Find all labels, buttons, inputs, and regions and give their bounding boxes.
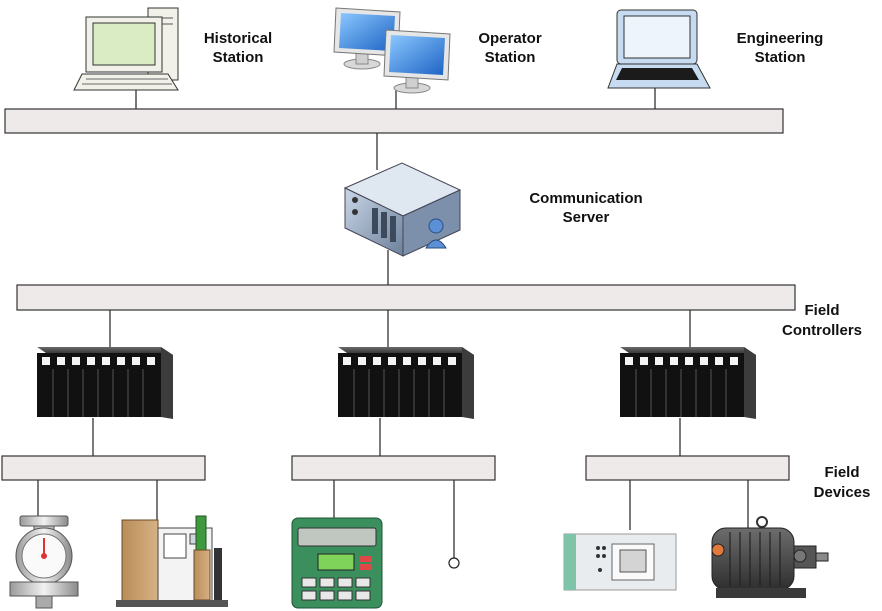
engineering-station-line-2: Station xyxy=(755,49,806,66)
historical-station-line-2: Station xyxy=(213,49,264,66)
field-bus-1 xyxy=(1,455,206,481)
desktop-computer-icon xyxy=(73,7,179,91)
controllers-line-1: Field xyxy=(804,302,839,319)
label-field-controllers: Field Controllers xyxy=(782,302,862,339)
controllers-line-2: Controllers xyxy=(782,322,862,339)
laptop-icon xyxy=(607,9,711,89)
plc-rack-icon xyxy=(620,347,756,419)
pressure-gauge-icon xyxy=(9,515,79,609)
server-line-2: Server xyxy=(563,209,610,226)
plc-rack-icon xyxy=(37,347,173,419)
historical-station-line-1: Historical xyxy=(204,30,272,47)
connection-lines xyxy=(37,88,749,558)
server-icon xyxy=(343,162,462,257)
devices-line-2: Devices xyxy=(814,484,871,501)
io-module-icon xyxy=(563,533,677,591)
engineering-station-line-1: Engineering xyxy=(737,30,824,47)
operator-station-line-2: Station xyxy=(485,49,536,66)
sensor-probe-icon xyxy=(448,557,460,569)
keypad-controller-icon xyxy=(291,517,383,609)
server-line-1: Communication xyxy=(529,190,642,207)
field-bus-3 xyxy=(585,455,790,481)
operator-station-line-1: Operator xyxy=(478,30,542,47)
control-network-bus xyxy=(16,284,796,311)
label-operator-station: Operator Station xyxy=(478,30,542,66)
plc-rack-icon xyxy=(338,347,474,419)
field-bus-2 xyxy=(291,455,496,481)
devices-line-1: Field xyxy=(824,464,859,481)
label-engineering-station: Engineering Station xyxy=(737,30,824,66)
analyzer-cabinet-icon xyxy=(116,515,228,607)
label-historical-station: Historical Station xyxy=(204,30,272,66)
label-communication-server: Communication Server xyxy=(529,190,642,226)
dual-monitor-icon xyxy=(333,7,451,94)
electric-motor-icon xyxy=(711,516,829,598)
label-field-devices: Field Devices xyxy=(814,464,871,501)
supervisory-network-bus xyxy=(4,108,784,134)
